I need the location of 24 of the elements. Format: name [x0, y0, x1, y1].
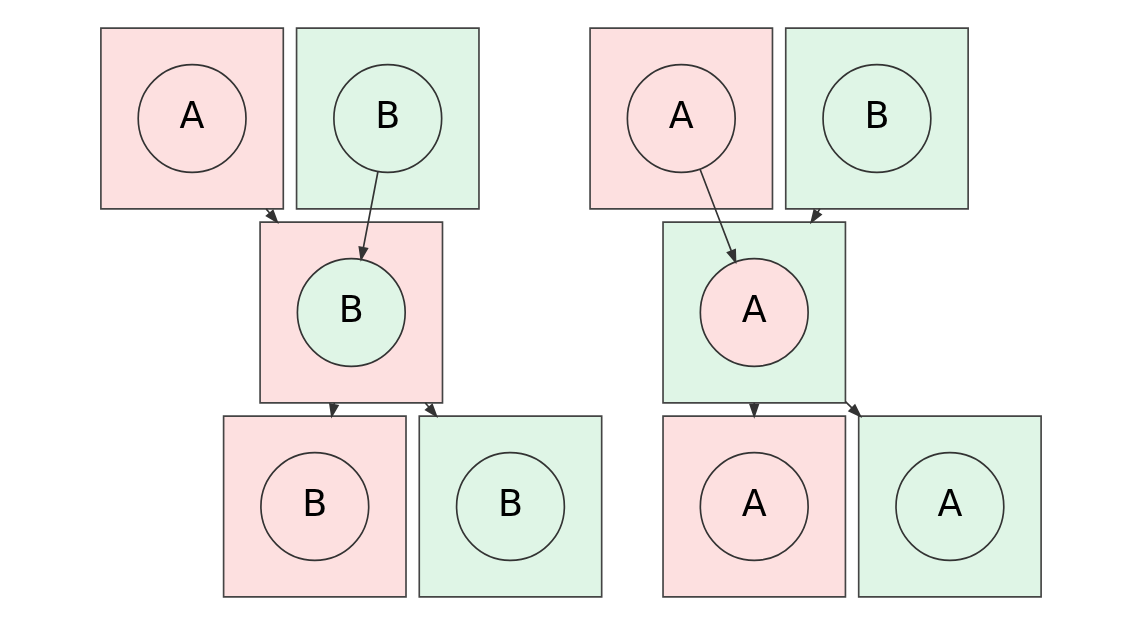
cluster	[662, 415, 847, 598]
arrow	[424, 402, 439, 419]
cluster	[784, 27, 969, 210]
arrow	[749, 402, 760, 419]
node-circle: B	[822, 63, 932, 174]
arrow	[358, 170, 379, 262]
node-circle: A	[137, 63, 247, 174]
node-circle: B	[455, 451, 566, 562]
cluster	[589, 27, 774, 210]
node-circle: A	[626, 63, 736, 174]
node-circle: A	[699, 257, 809, 368]
cluster	[418, 415, 603, 598]
arrow	[844, 400, 863, 418]
node-circle: B	[296, 257, 406, 368]
cluster	[295, 27, 480, 210]
node-circle: A	[895, 451, 1005, 562]
cluster	[100, 27, 285, 210]
cluster	[857, 415, 1042, 598]
cluster	[222, 415, 407, 598]
node-circle: B	[333, 63, 443, 174]
node-circle: B	[260, 451, 370, 562]
arrow	[699, 168, 737, 265]
node-circle: A	[699, 451, 809, 562]
arrow	[328, 402, 340, 419]
